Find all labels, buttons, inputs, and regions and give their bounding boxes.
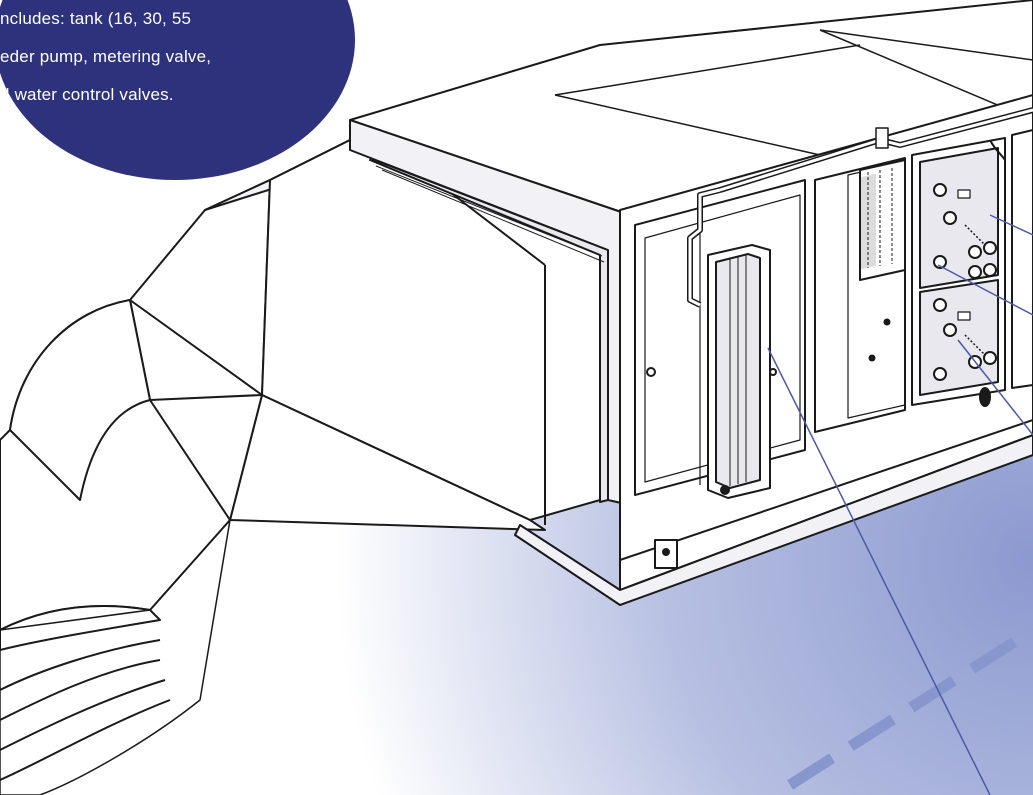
callout-line-2: eder pump, metering valve, — [0, 47, 211, 66]
leader-line-panel-1 — [989, 214, 1033, 236]
humidifier-section — [814, 157, 906, 433]
water-piping — [687, 107, 1033, 308]
callout-bubble: ncludes: tank (16, 30, 55 eder pump, met… — [0, 0, 355, 180]
callout-line-3: d water control valves. — [0, 85, 174, 104]
leader-lines — [767, 214, 1033, 795]
dashed-guide-line — [787, 625, 1033, 790]
leader-line-panel-3 — [957, 339, 1033, 436]
control-panel-section — [911, 129, 1033, 407]
leader-line-panel-2 — [937, 264, 1033, 316]
callout-line-1: ncludes: tank (16, 30, 55 — [0, 9, 191, 28]
filter-section — [634, 179, 806, 499]
leader-line-filter — [767, 347, 991, 795]
flexible-duct — [0, 299, 261, 795]
